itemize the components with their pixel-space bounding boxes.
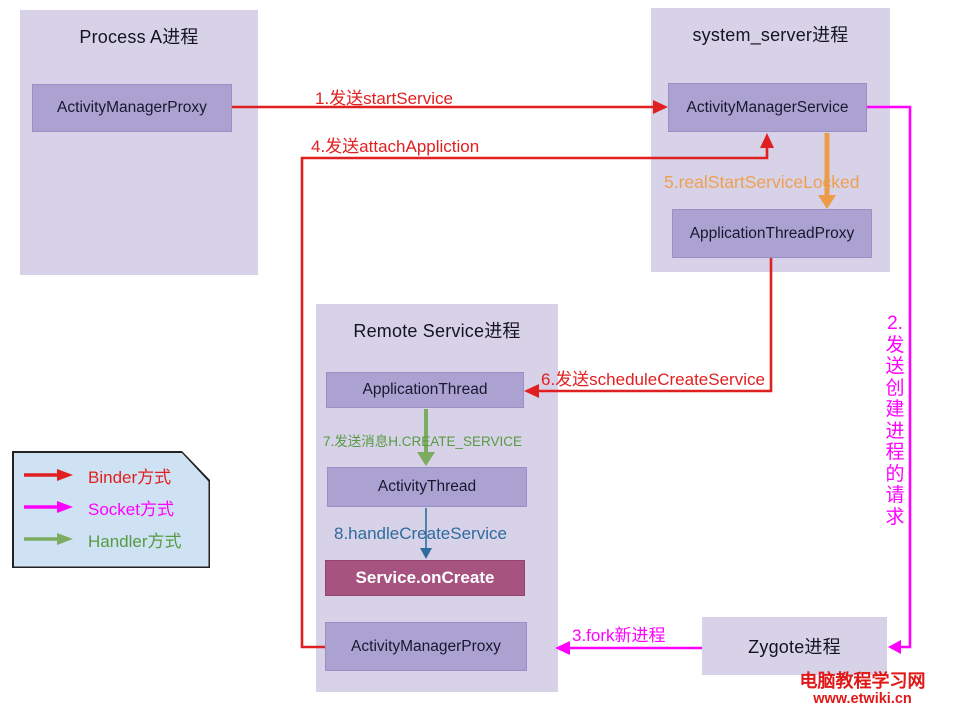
step-7-label: 7.发送消息H.CREATE_SERVICE xyxy=(323,434,523,449)
node-activity-manager-proxy-remote: ActivityManagerProxy xyxy=(325,622,527,671)
step-4-label: 4.发送attachAppliction xyxy=(311,137,480,156)
node-activity-thread: ActivityThread xyxy=(327,467,527,507)
binder-arrow-icon xyxy=(24,469,73,481)
step-1-label: 1.发送startService xyxy=(315,89,453,108)
step-3-label: 3.fork新进程 xyxy=(572,626,666,645)
legend: Binder方式 Socket方式 Handler方式 xyxy=(22,459,202,555)
legend-item-socket: Socket方式 xyxy=(22,491,202,523)
legend-box-fill xyxy=(13,452,209,567)
node-application-thread: ApplicationThread xyxy=(326,372,524,408)
watermark: 电脑教程学习网 www.etwiki.cn xyxy=(770,671,955,707)
legend-label-socket: Socket方式 xyxy=(88,499,174,519)
node-activity-manager-service: ActivityManagerService xyxy=(668,83,867,132)
step-5-label: 5.realStartServiceLocked xyxy=(664,172,860,192)
legend-label-handler: Handler方式 xyxy=(88,531,182,551)
process-a-title: Process A进程 xyxy=(79,27,199,47)
zygote-title: Zygote进程 xyxy=(748,637,841,657)
socket-arrow-icon xyxy=(24,501,73,513)
step-8-label: 8.handleCreateService xyxy=(334,524,507,543)
watermark-site-name: 电脑教程学习网 xyxy=(799,671,926,691)
node-activity-manager-proxy-a: ActivityManagerProxy xyxy=(32,84,232,132)
watermark-site-url: www.etwiki.cn xyxy=(813,691,912,707)
handler-arrow-icon xyxy=(24,533,73,545)
node-service-oncreate: Service.onCreate xyxy=(325,560,525,596)
legend-item-binder: Binder方式 xyxy=(22,459,202,491)
system-server-title: system_server进程 xyxy=(692,25,849,45)
zygote-box: Zygote进程 xyxy=(702,617,887,675)
remote-service-title: Remote Service进程 xyxy=(353,321,521,341)
legend-label-binder: Binder方式 xyxy=(88,467,172,487)
step-6-label: 6.发送scheduleCreateService xyxy=(541,370,765,389)
step-2-label-vertical: 2. 发 送 创 建 进 程 的 请 求 xyxy=(885,313,905,528)
node-application-thread-proxy: ApplicationThreadProxy xyxy=(672,209,872,258)
legend-box xyxy=(12,451,210,568)
legend-item-handler: Handler方式 xyxy=(22,523,202,555)
process-a-box: Process A进程 xyxy=(20,10,258,275)
